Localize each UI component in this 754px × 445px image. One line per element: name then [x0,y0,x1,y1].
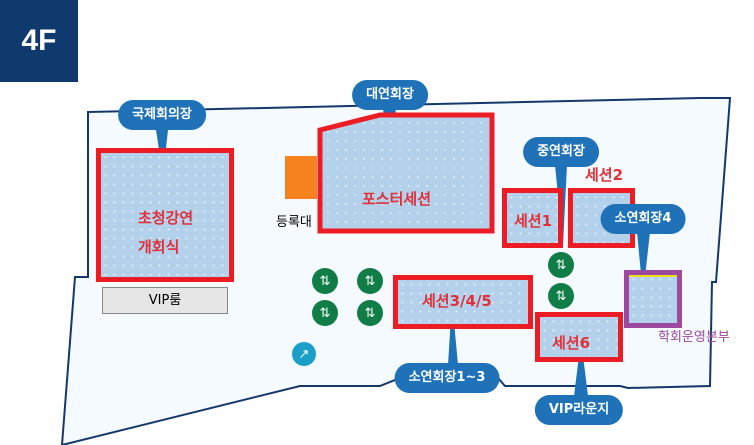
room-label: 세션6 [552,334,591,352]
room-label: 포스터세션 [362,190,432,208]
registration-label: 등록대 [276,215,312,230]
callout-small13[interactable]: 소연회장1~3 [394,363,500,393]
room-session6[interactable] [535,312,623,362]
room-label: 초청강연 [138,209,194,227]
elevator-icon: ⇅ [312,300,338,326]
callout-pointer [448,300,458,365]
room-international[interactable] [96,148,234,282]
floor-badge: 4F [0,0,78,82]
elevator-icon: ⇅ [312,268,338,294]
room-label: 세션2 [585,166,624,184]
room-label: 세션1 [514,212,553,230]
elevator-icon: ⇅ [357,268,383,294]
callout-international[interactable]: 국제회의장 [118,100,206,130]
room-office[interactable] [624,270,682,328]
elevator-icon: ⇅ [548,283,574,309]
callout-small4[interactable]: 소연회장4 [600,204,686,234]
office-label: 학회운영본부 [658,330,730,345]
elevator-icon: ⇅ [548,252,574,278]
elevator-icon: ⇅ [357,300,383,326]
callout-pointer [574,340,588,396]
callout-vip-lounge[interactable]: VIP라운지 [534,395,624,425]
room-grand-ballroom[interactable] [315,110,499,240]
room-session1[interactable] [502,188,563,248]
escalator-icon: ↗ [292,342,316,366]
vip-room[interactable]: VIP룸 [102,287,228,314]
callout-medium-ballroom[interactable]: 중연회장 [523,137,599,167]
callout-pointer [637,232,650,295]
room-session345[interactable] [393,275,533,329]
room-label: 개회식 [138,238,180,256]
registration-desk-icon [285,156,317,199]
room-label: 세션3/4/5 [422,292,492,310]
callout-grand-ballroom[interactable]: 대연회장 [352,80,428,110]
